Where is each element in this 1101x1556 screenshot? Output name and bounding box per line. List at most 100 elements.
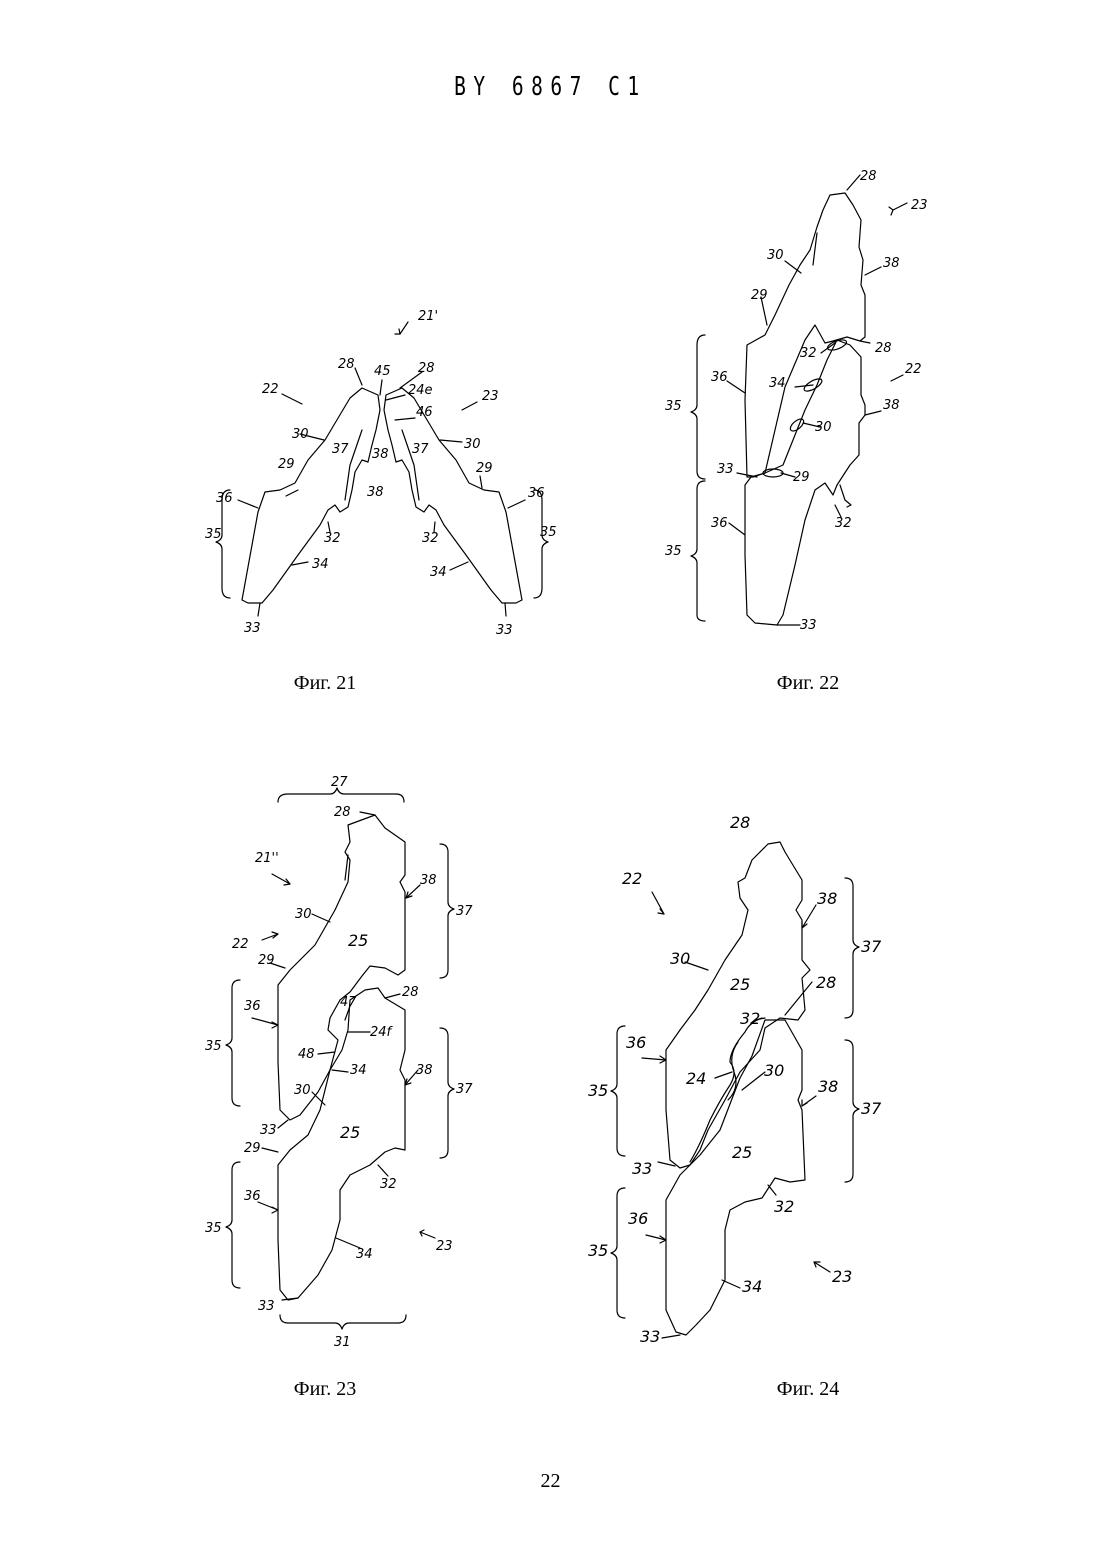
- label: 33: [717, 462, 734, 477]
- label: 36: [711, 516, 728, 531]
- figure-24-drawing: 28 22 38 37 30 25 28 32 36 35 24 30 38 3…: [580, 810, 910, 1355]
- piece-22-outline: [278, 815, 405, 1120]
- label: 28: [816, 973, 836, 992]
- label: 34: [350, 1063, 367, 1078]
- patent-header: BY 6867 C1: [138, 72, 964, 102]
- label: 47: [340, 995, 357, 1010]
- label: 28: [418, 361, 435, 376]
- label: 38: [416, 1063, 433, 1078]
- label: 45: [374, 364, 391, 379]
- piece-23-outline: [745, 193, 865, 477]
- label: 28: [338, 357, 355, 372]
- label: 32: [324, 531, 341, 546]
- piece-22-outline: [242, 388, 380, 603]
- label: 35: [540, 525, 557, 540]
- label: 34: [356, 1247, 373, 1262]
- label: 25: [732, 1143, 752, 1162]
- label: 23: [436, 1239, 453, 1254]
- label: 35: [205, 1221, 222, 1236]
- label: 32: [835, 516, 852, 531]
- label: 22: [232, 937, 249, 952]
- figure-21-caption: Фиг. 21: [225, 672, 425, 695]
- label: 35: [588, 1241, 608, 1260]
- label: 33: [260, 1123, 277, 1138]
- label: 30: [292, 427, 309, 442]
- figure-24: 28 22 38 37 30 25 28 32 36 35 24 30 38 3…: [580, 810, 910, 1355]
- piece-22-outline: [666, 842, 810, 1168]
- figure-22-drawing: 28 23 30 38 29 32 28 22 36 34 38 35 30 3…: [655, 155, 955, 645]
- label: 48: [298, 1047, 315, 1062]
- label: 36: [711, 370, 728, 385]
- label: 35: [665, 544, 682, 559]
- label: 37: [332, 442, 349, 457]
- label: 33: [640, 1327, 660, 1346]
- label: 37: [412, 442, 429, 457]
- label: 33: [258, 1299, 275, 1314]
- figure-23: 27 28 21'' 38 37 30 25 22 29 47 28 36 24…: [200, 770, 500, 1360]
- label: 34: [312, 557, 329, 572]
- label: 29: [258, 953, 275, 968]
- label: 30: [670, 949, 690, 968]
- label: 32: [740, 1009, 760, 1028]
- label: 29: [793, 470, 810, 485]
- label: 27: [331, 775, 348, 790]
- label: 38: [367, 485, 384, 500]
- label: 34: [742, 1277, 762, 1296]
- label: 36: [244, 999, 261, 1014]
- label: 35: [588, 1081, 608, 1100]
- figure-23-caption: Фиг. 23: [225, 1378, 425, 1401]
- label: 34: [769, 376, 786, 391]
- label: 33: [496, 623, 513, 638]
- label: 38: [420, 873, 437, 888]
- page-number: 22: [0, 1470, 1101, 1493]
- label: 28: [875, 341, 892, 356]
- label: 29: [751, 288, 768, 303]
- piece-23-outline: [384, 388, 522, 603]
- label-21prime: 21': [418, 309, 438, 324]
- label: 30: [295, 907, 312, 922]
- label: 37: [456, 904, 473, 919]
- label: 38: [372, 447, 389, 462]
- label: 37: [456, 1082, 473, 1097]
- label: 24: [686, 1069, 706, 1088]
- label: 25: [348, 931, 368, 950]
- figure-22: 28 23 30 38 29 32 28 22 36 34 38 35 30 3…: [655, 155, 955, 645]
- label: 36: [216, 491, 233, 506]
- label: 30: [764, 1061, 784, 1080]
- label: 38: [817, 889, 837, 908]
- label: 46: [416, 405, 433, 420]
- figure-23-drawing: 27 28 21'' 38 37 30 25 22 29 47 28 36 24…: [200, 770, 500, 1360]
- figure-24-caption: Фиг. 24: [708, 1378, 908, 1401]
- label: 35: [205, 527, 222, 542]
- label: 35: [205, 1039, 222, 1054]
- label: 38: [883, 256, 900, 271]
- label: 32: [422, 531, 439, 546]
- figure-21-drawing: 21' 22 23 28 45 28 24e 46 30 37 38 37 30…: [200, 300, 570, 645]
- label: 30: [294, 1083, 311, 1098]
- label: 36: [626, 1033, 646, 1052]
- label: 38: [883, 398, 900, 413]
- label: 21'': [255, 851, 279, 866]
- label: 28: [730, 813, 750, 832]
- figure-21: 21' 22 23 28 45 28 24e 46 30 37 38 37 30…: [200, 300, 570, 645]
- label: 22: [905, 362, 922, 377]
- label: 29: [244, 1141, 261, 1156]
- label: 25: [340, 1123, 360, 1142]
- label: 31: [334, 1335, 351, 1350]
- label: 36: [528, 486, 545, 501]
- label: 25: [730, 975, 750, 994]
- label: 30: [767, 248, 784, 263]
- label: 32: [800, 346, 817, 361]
- label: 28: [860, 169, 877, 184]
- label: 33: [632, 1159, 652, 1178]
- label: 24f: [370, 1025, 394, 1040]
- label: 37: [861, 1099, 882, 1118]
- figure-22-caption: Фиг. 22: [708, 672, 908, 695]
- label: 36: [628, 1209, 648, 1228]
- label: 33: [244, 621, 261, 636]
- label: 30: [464, 437, 481, 452]
- label: 38: [818, 1077, 838, 1096]
- label: 23: [832, 1267, 852, 1286]
- label: 35: [665, 399, 682, 414]
- label: 28: [402, 985, 419, 1000]
